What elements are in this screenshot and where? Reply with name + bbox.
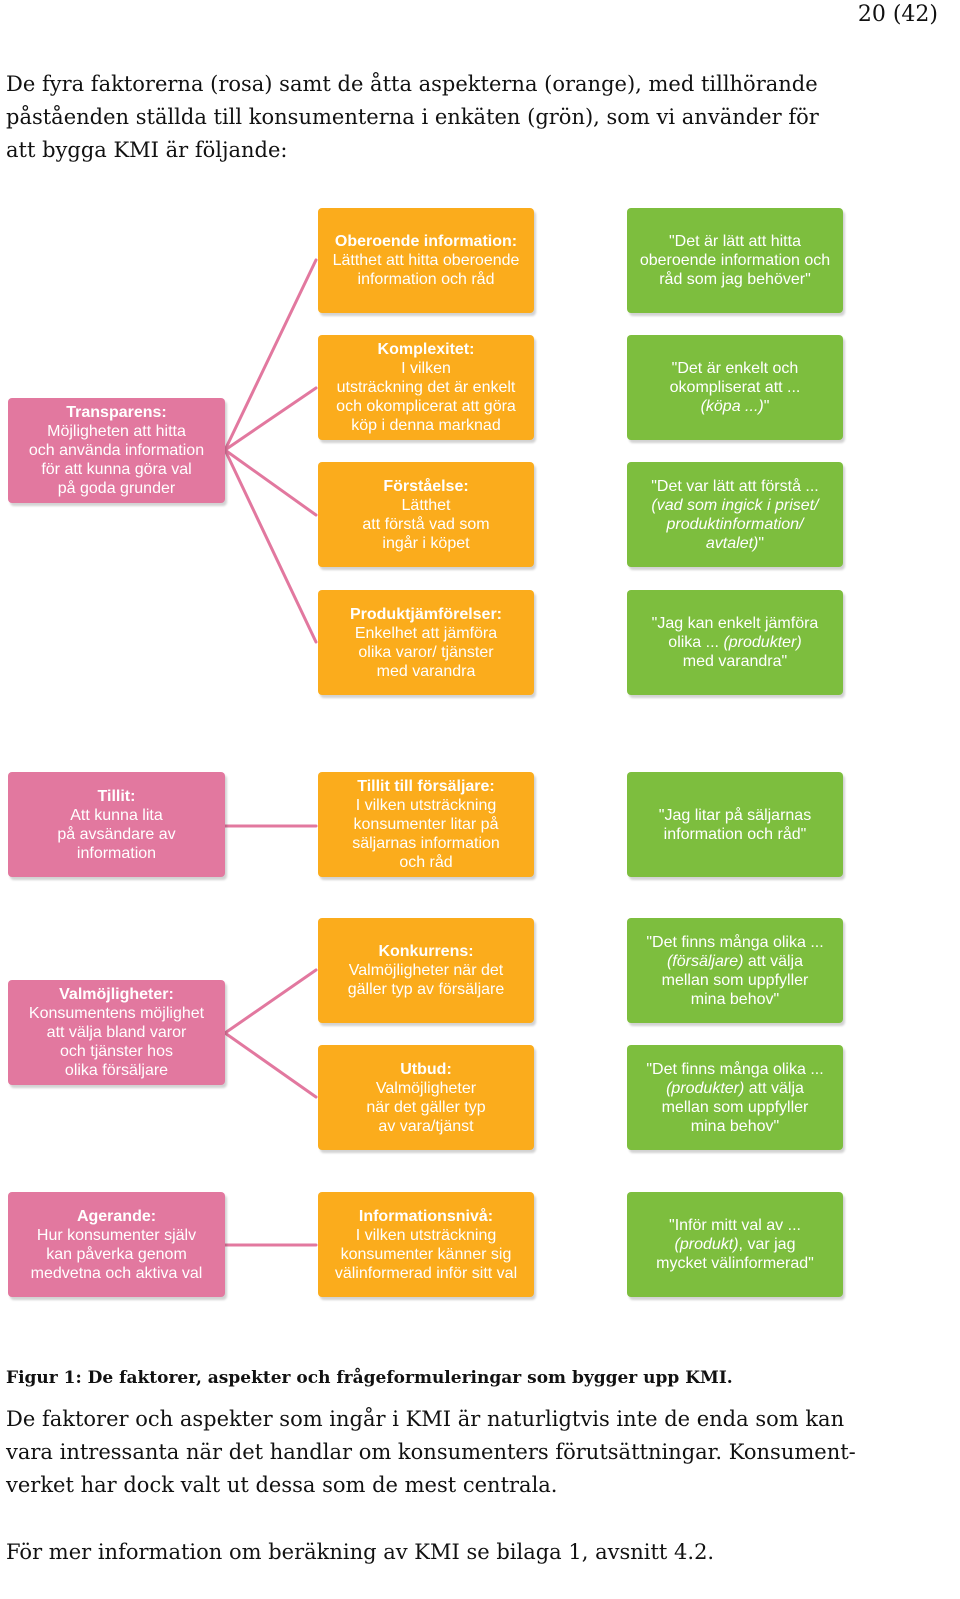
statement-box: "Det är enkelt och okompliserat att ... … (627, 335, 843, 440)
statement-text: "Inför mitt val av ... (produkt), var ja… (656, 1216, 814, 1273)
statement-italic-run: (produkt) (674, 1236, 739, 1253)
aspect-produktjamforelser: Produktjämförelser: Enkelhet att jämföra… (318, 590, 534, 695)
statement-text: "Jag litar på säljarnas information och … (659, 806, 811, 844)
aspect-title: Produktjämförelser: (349, 605, 503, 623)
connector-line (223, 448, 318, 517)
factor-title: Agerande: (76, 1207, 157, 1225)
statement-italic-run: (försäljare) (666, 952, 744, 970)
statement-run: "Det är enkelt och okompliserat att ... (669, 360, 801, 396)
connector-line (223, 448, 318, 644)
statement-run: "Det finns många olika ... (646, 933, 824, 951)
statement-box: "Det är lätt att hitta oberoende informa… (627, 208, 843, 313)
aspect-title: Utbud: (400, 1060, 452, 1078)
figure-caption: Figur 1: De faktorer, aspekter och fråge… (6, 1368, 733, 1388)
statement-box: "Det finns många olika ... (försäljare) … (627, 918, 843, 1023)
intro-text: De fyra faktorerna (rosa) samt de åtta a… (6, 72, 819, 162)
statement-box: "Jag kan enkelt jämföra olika ... (produ… (627, 590, 843, 695)
factor-description: Hur konsumenter själv kan påverka genom … (30, 1226, 203, 1282)
connector-line (223, 968, 318, 1035)
aspect-tillit-till-forsaljare: Tillit till försäljare: I vilken utsträc… (318, 772, 534, 877)
factor-valmojligheter: Valmöjligheter: Konsumentens möjlighet a… (8, 980, 225, 1085)
aspect-konkurrens: Konkurrens: Valmöjligheter när det gälle… (318, 918, 534, 1023)
statement-run: "Det är lätt att hitta oberoende informa… (639, 233, 831, 288)
aspect-description: I vilken utsträckning det är enkelt och … (336, 360, 516, 434)
aspect-informationsniva: Informationsnivå: I vilken utsträckning … (318, 1192, 534, 1297)
aspect-title: Konkurrens: (378, 943, 474, 960)
factor-description: Att kunna lita på avsändare av informati… (57, 806, 176, 862)
aspect-title: Förståelse: (383, 477, 469, 495)
factor-transparens: Transparens: Möjligheten att hitta och a… (8, 398, 225, 503)
statement-text: "Jag kan enkelt jämföra olika ... (produ… (652, 614, 819, 671)
aspect-title: Tillit till försäljare: (357, 778, 495, 795)
statement-italic-run: (vad som ingick i priset/ produktinforma… (651, 496, 819, 552)
statement-run: " (758, 534, 765, 552)
aspect-description: Valmöjligheter när det gäller typ av var… (366, 1079, 486, 1135)
aspect-description: I vilken utsträckning konsumenter litar … (352, 797, 500, 871)
aspect-description: I vilken utsträckning konsumenter känner… (334, 1226, 518, 1282)
statement-italic-run: (produkter) (666, 1079, 745, 1097)
factor-title: Transparens: (66, 404, 167, 421)
statement-run: " (763, 398, 770, 415)
aspect-description: Lätthet att hitta oberoende information … (332, 252, 520, 288)
aspect-description: Valmöjligheter när det gäller typ av för… (347, 962, 505, 998)
statement-run: att välja mellan som uppfyller mina beho… (661, 1079, 809, 1135)
aspect-komplexitet: Komplexitet: I vilken utsträckning det ä… (318, 335, 534, 440)
statement-run: att välja mellan som uppfyller mina beho… (661, 952, 809, 1008)
statement-run: "Det var lätt att förstå ... (651, 477, 819, 495)
factor-tillit: Tillit: Att kunna lita på avsändare av i… (8, 772, 225, 877)
connector-line (223, 1031, 318, 1099)
statement-text: "Det finns många olika ... (produkter) a… (646, 1060, 823, 1136)
statement-run: "Jag kan enkelt jämföra olika ... (651, 615, 819, 651)
aspect-title: Komplexitet: (377, 341, 475, 358)
aspect-oberoende-information: Oberoende information: Lätthet att hitta… (318, 208, 534, 313)
statement-run: "Inför mitt val av ... (669, 1217, 801, 1234)
statement-text: "Det finns många olika ... (försäljare) … (646, 933, 823, 1009)
aspect-description: Lätthet att förstå vad som ingår i köpet (362, 496, 490, 552)
aspect-utbud: Utbud: Valmöjligheter när det gäller typ… (318, 1045, 534, 1150)
factor-agerande: Agerande: Hur konsumenter själv kan påve… (8, 1192, 225, 1297)
body-paragraph: De faktorer och aspekter som ingår i KMI… (6, 1407, 856, 1497)
page-number: 20 (42) (857, 2, 938, 27)
statement-box: "Det var lätt att förstå ... (vad som in… (627, 462, 843, 567)
factor-title: Tillit: (97, 787, 136, 805)
connector-line (223, 386, 318, 452)
connector-line (223, 258, 318, 452)
statement-run: "Jag litar på säljarnas information och … (658, 806, 812, 843)
aspect-title: Oberoende information: (334, 233, 518, 250)
body-paragraph: För mer information om beräkning av KMI … (6, 1540, 715, 1564)
statement-text: "Det är lätt att hitta oberoende informa… (640, 232, 830, 289)
statement-text: "Det var lätt att förstå ... (vad som in… (651, 477, 819, 553)
statement-italic-run: (produkter) (723, 634, 802, 651)
aspect-description: Enkelhet att jämföra olika varor/ tjänst… (354, 624, 498, 680)
statement-box: "Inför mitt val av ... (produkt), var ja… (627, 1192, 843, 1297)
factor-description: Konsumentens möjlighet att välja bland v… (28, 1005, 205, 1079)
statement-run: "Det finns många olika ... (646, 1060, 824, 1078)
factor-title: Valmöjligheter: (59, 986, 174, 1003)
statement-run: , var jag mycket välinformerad" (656, 1236, 814, 1272)
statement-box: "Det finns många olika ... (produkter) a… (627, 1045, 843, 1150)
aspect-forstaelse: Förståelse: Lätthet att förstå vad som i… (318, 462, 534, 567)
statement-box: "Jag litar på säljarnas information och … (627, 772, 843, 877)
statement-run: med varandra" (682, 653, 788, 670)
aspect-title: Informationsnivå: (358, 1207, 494, 1225)
factor-description: Möjligheten att hitta och använda inform… (28, 423, 205, 497)
statement-italic-run: (köpa ...) (700, 398, 764, 415)
statement-text: "Det är enkelt och okompliserat att ... … (670, 359, 801, 416)
